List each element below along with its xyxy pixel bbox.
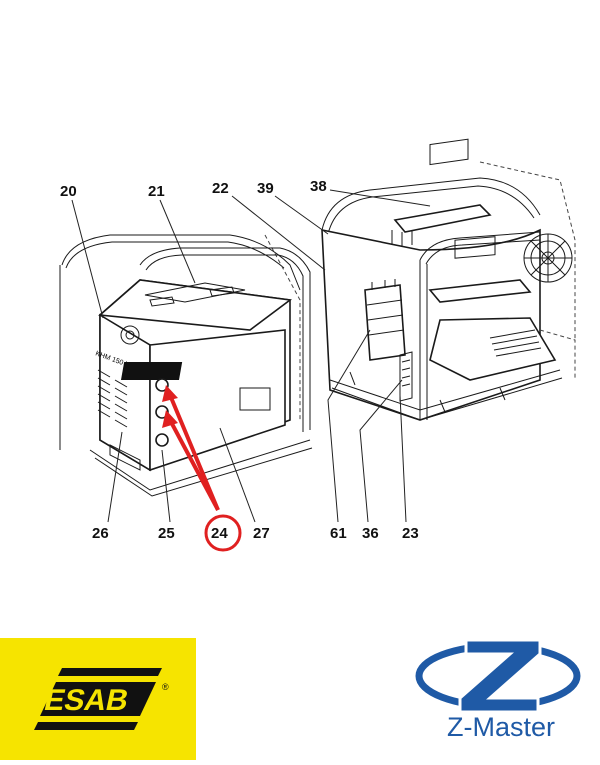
- leader-lines: [71, 189, 431, 523]
- callout-61: 61: [330, 525, 347, 542]
- machine-esab-badge: ESAB: [195, 364, 231, 379]
- leader-61: [327, 329, 371, 523]
- leader-39: [274, 195, 329, 235]
- leader-23: [399, 394, 407, 523]
- leader-26: [107, 431, 123, 523]
- callout-22: 22: [212, 180, 229, 197]
- red-arrow-lower: [168, 419, 220, 511]
- leader-22: [231, 195, 326, 271]
- callout-27: 27: [253, 525, 270, 542]
- left-machine: KHM 150 HS ESAB: [59, 234, 313, 497]
- exploded-parts-diagram: KHM 150 HS ESAB: [59, 138, 576, 552]
- registered-mark: ®: [162, 682, 169, 692]
- red-arrowhead-upper: [162, 385, 178, 402]
- callout-24: 24: [211, 525, 228, 542]
- leader-27: [219, 427, 256, 523]
- zmaster-logo-text: Z-Master: [447, 712, 555, 742]
- leader-36: [359, 379, 403, 523]
- leader-38: [329, 189, 431, 207]
- esab-logo: ESAB ®: [0, 638, 196, 760]
- red-arrowhead-lower: [162, 410, 178, 428]
- zmaster-logo: Z-Master: [402, 630, 600, 760]
- part-24-highlight: [162, 385, 242, 552]
- callout-25: 25: [158, 525, 175, 542]
- right-frame: [321, 138, 576, 421]
- leader-25: [161, 449, 171, 523]
- leader-20: [71, 199, 104, 319]
- callout-labels: 20 21 22 39 38 26 25 24 27 61 36 23: [60, 178, 419, 542]
- callout-39: 39: [257, 180, 274, 197]
- esab-logo-text: ESAB: [41, 684, 131, 717]
- callout-26: 26: [92, 525, 109, 542]
- callout-36: 36: [362, 525, 379, 542]
- callout-38: 38: [310, 178, 327, 195]
- leader-21: [159, 199, 196, 284]
- callout-20: 20: [60, 183, 77, 200]
- callout-21: 21: [148, 183, 165, 200]
- red-circle-24: [204, 514, 242, 552]
- callout-23: 23: [402, 525, 419, 542]
